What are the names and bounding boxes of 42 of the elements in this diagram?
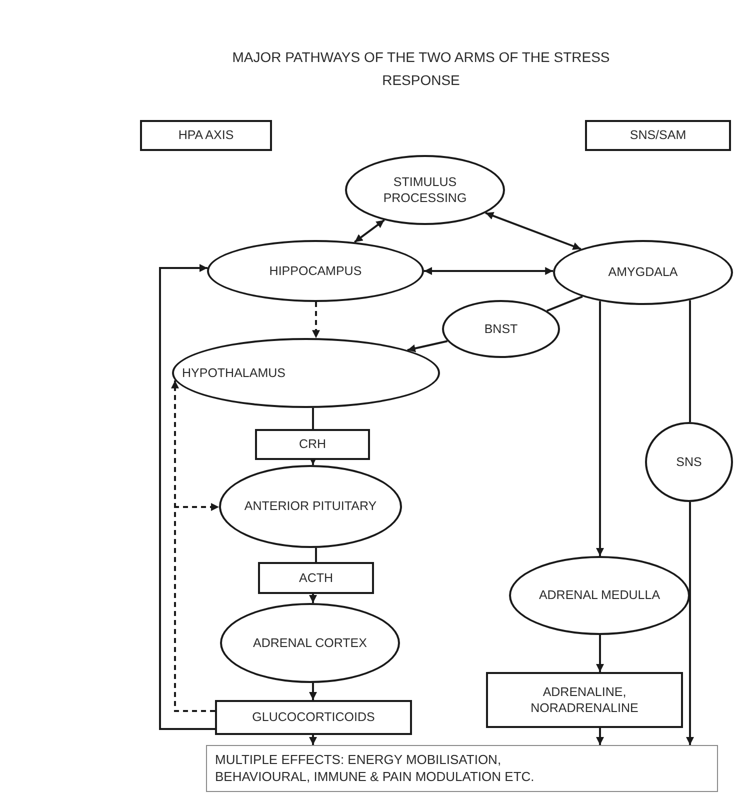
node-label: ACTH	[298, 570, 334, 586]
process-box	[206, 745, 718, 792]
node-label: ANTERIOR PITUITARY	[244, 498, 377, 515]
arrow	[424, 267, 554, 275]
arrow	[485, 212, 582, 250]
node-label: HIPPOCAMPUS	[269, 262, 362, 280]
node-label: AMYGDALA	[608, 264, 678, 281]
process-box	[258, 562, 374, 594]
node-label: MULTIPLE EFFECTS: ENERGY MOBILISATION, BEHAVIOURAL, IMMUNE & PAIN MODULATION ETC.	[215, 752, 536, 786]
arrow	[354, 219, 385, 243]
diagram-title: MAJOR PATHWAYS OF THE TWO ARMS OF THE STRESS RESPONSE	[231, 48, 611, 90]
arrow	[686, 502, 694, 745]
node-label: HYPOTHALAMUS	[182, 364, 286, 382]
arrow	[312, 302, 320, 338]
arrow	[596, 635, 604, 672]
node-label: ADRENAL CORTEX	[253, 634, 367, 652]
connector-line	[689, 300, 691, 422]
process-box	[215, 700, 412, 735]
process-box	[585, 120, 731, 151]
connector-line	[546, 296, 583, 312]
arrow	[309, 683, 317, 700]
arrow	[309, 594, 317, 603]
arrow	[309, 735, 317, 745]
node-label: ADRENAL MEDULLA	[538, 587, 660, 604]
arrow	[159, 264, 215, 730]
node-label: GLUCOCORTICOIDS	[252, 709, 375, 726]
node-label: HPA AXIS	[178, 127, 234, 144]
process-box	[255, 429, 370, 460]
node-label: BNST	[484, 320, 518, 338]
arrow	[407, 340, 448, 352]
connector-line	[315, 548, 317, 562]
arrow	[596, 301, 604, 556]
arrow	[174, 503, 219, 712]
node-label: SNS	[676, 454, 702, 470]
arrow	[596, 728, 604, 745]
node-label: CRH	[298, 436, 326, 453]
process-box	[140, 120, 272, 151]
node-label: STIMULUS PROCESSING	[382, 174, 468, 206]
process-box	[486, 672, 683, 728]
node-label: SNS/SAM	[630, 127, 686, 144]
connector-line	[312, 408, 314, 429]
node-label: ADRENALINE, NORADRENALINE	[530, 684, 640, 716]
